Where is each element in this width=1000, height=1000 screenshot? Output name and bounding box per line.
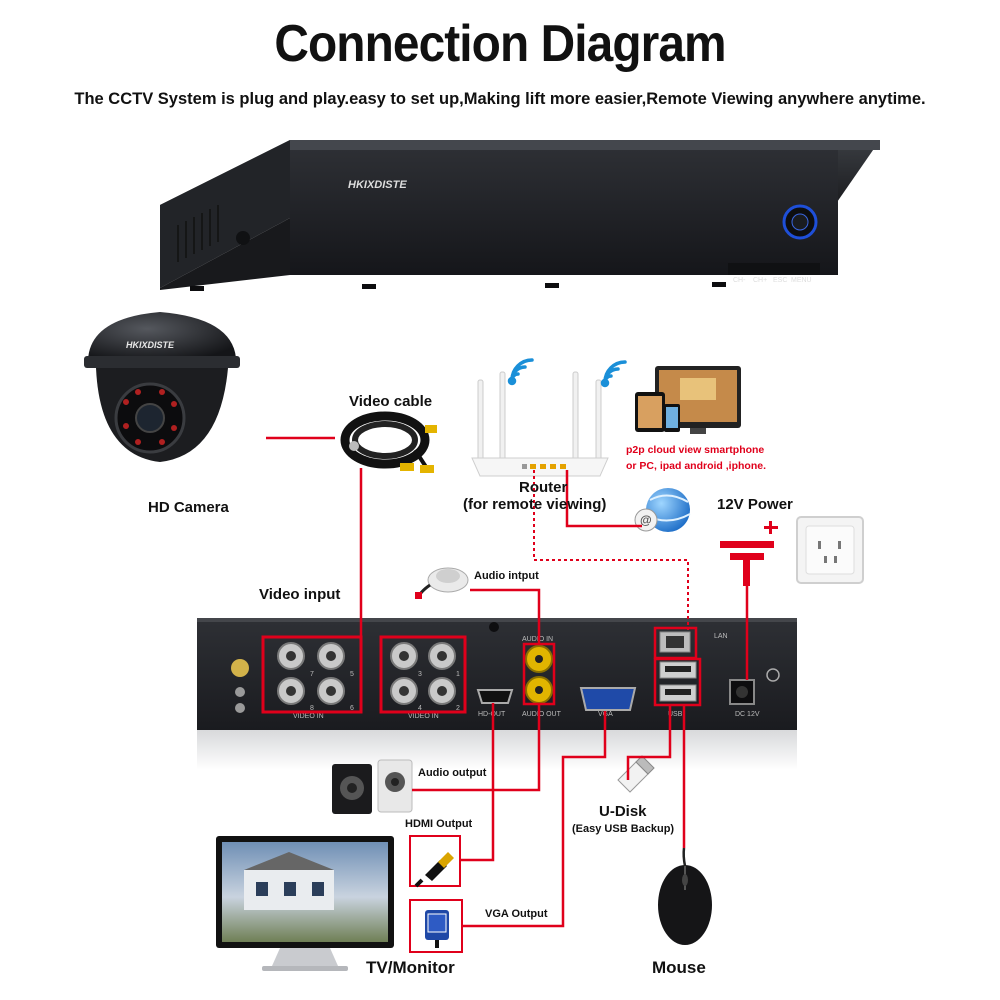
bnc-number: 7 xyxy=(310,671,314,678)
lan-dotted-line xyxy=(533,470,689,630)
bnc-numbers: 7 5 3 1 8 6 4 2 xyxy=(310,671,460,712)
vga-cable-icon xyxy=(409,899,463,953)
dvr-front-buttons: CH- CH+ ESC MENU xyxy=(733,277,812,284)
label-dc: DC 12V xyxy=(735,711,760,718)
router-device xyxy=(471,371,609,477)
label-12v-power: 12V Power xyxy=(717,496,793,513)
bnc-number: 6 xyxy=(350,705,354,712)
speakers-icon xyxy=(332,759,413,814)
bnc-number: 2 xyxy=(456,705,460,712)
label-video-in-right: VIDEO IN xyxy=(408,713,439,720)
label-video-in-left: VIDEO IN xyxy=(293,713,324,720)
label-vga-output: VGA Output xyxy=(485,908,548,920)
hdmi-port xyxy=(476,689,514,704)
microphone-icon xyxy=(415,567,469,599)
vga-port xyxy=(579,687,637,711)
button-label: CH- xyxy=(733,277,746,284)
label-hdmi-output: HDMI Output xyxy=(405,818,473,830)
label-p2p-line2: or PC, ipad android ,iphone. xyxy=(626,460,767,472)
button-label: MENU xyxy=(791,277,812,284)
label-router-note: (for remote viewing) xyxy=(463,496,607,513)
tv-monitor-icon xyxy=(216,836,394,971)
camera-brand: HKIXDISTE xyxy=(126,340,175,350)
internet-globe-icon: @ xyxy=(634,488,691,532)
label-video-input: Video input xyxy=(259,586,341,603)
video-cable-coil xyxy=(340,411,437,473)
label-router: Router xyxy=(519,479,568,496)
label-usb: USB xyxy=(668,711,683,718)
wall-socket-icon xyxy=(796,516,864,584)
dvr-brand: HKIXDISTE xyxy=(348,179,407,191)
dc-power-jack xyxy=(729,668,780,705)
dvr-front-unit xyxy=(160,140,880,291)
label-audio-input: Audio intput xyxy=(474,570,539,582)
wifi-icon xyxy=(507,358,534,386)
label-hd-camera: HD Camera xyxy=(148,499,229,516)
label-audio-output: Audio output xyxy=(418,767,487,779)
power-symbol-icon xyxy=(720,521,778,586)
label-lan: LAN xyxy=(714,633,728,640)
page-title: Connection Diagram xyxy=(274,15,726,73)
connection-lines xyxy=(261,436,749,928)
lan-usb-ports xyxy=(659,631,697,702)
label-audio-out: AUDIO OUT xyxy=(522,711,562,718)
bnc-number: 5 xyxy=(350,671,354,678)
bnc-number: 4 xyxy=(418,705,422,712)
dome-camera xyxy=(84,312,240,462)
bnc-number: 1 xyxy=(456,671,460,678)
label-udisk: U-Disk xyxy=(599,803,647,820)
mouse-icon xyxy=(658,847,712,945)
label-tv-monitor: TV/Monitor xyxy=(366,958,455,977)
label-video-cable: Video cable xyxy=(349,393,433,410)
wifi-icon xyxy=(600,360,627,388)
hdmi-cable-icon xyxy=(409,835,461,888)
label-udisk-note: (Easy USB Backup) xyxy=(572,823,675,835)
label-p2p-line1: p2p cloud view smartphone xyxy=(626,444,765,456)
label-mouse: Mouse xyxy=(652,958,706,977)
bnc-number: 3 xyxy=(418,671,422,678)
svg-text:@: @ xyxy=(640,513,652,527)
button-label: CH+ xyxy=(753,277,767,284)
label-audio-in: AUDIO IN xyxy=(522,636,553,643)
bnc-number: 8 xyxy=(310,705,314,712)
page-subtitle: The CCTV System is plug and play.easy to… xyxy=(74,90,926,108)
button-label: ESC xyxy=(773,277,787,284)
mobile-devices-collage xyxy=(635,366,741,434)
